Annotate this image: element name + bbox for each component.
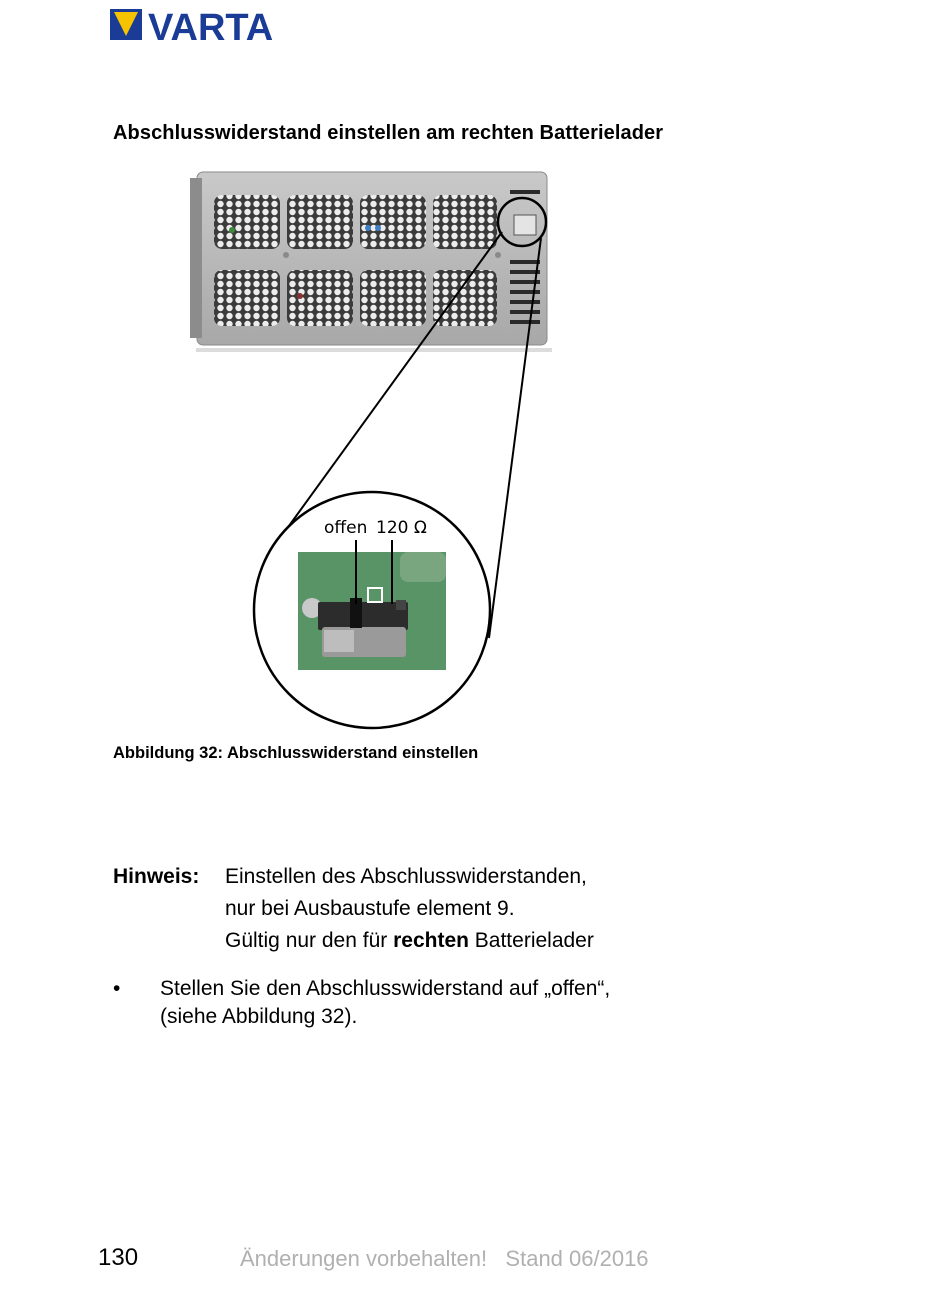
bullet-line-2: (siehe Abbildung 32). (160, 1005, 358, 1028)
note-line-2: nur bei Ausbaustufe element 9. (225, 897, 515, 920)
footer-note: Änderungen vorbehalten! Stand 06/2016 (240, 1246, 649, 1271)
device-front-panel (190, 171, 552, 352)
note-line-3: Gültig nur den für rechten Batterielader (225, 929, 594, 952)
note-line-1: Einstellen des Abschlusswiderstanden, (225, 865, 587, 888)
label-offen: offen (324, 518, 367, 538)
zoom-detail: offen 120 Ω (252, 490, 492, 730)
bullet-text: Stellen Sie den Abschlusswiderstand auf … (160, 975, 760, 1031)
varta-logo: VARTA (110, 7, 273, 44)
bullet-line-1: Stellen Sie den Abschlusswiderstand auf … (160, 977, 611, 1000)
detail-highlight-circle (496, 196, 548, 248)
note-label: Hinweis: (113, 865, 200, 888)
note-text: Einstellen des Abschlusswiderstanden, nu… (225, 861, 785, 957)
figure-caption: Abbildung 32: Abschlusswiderstand einste… (113, 744, 479, 762)
bullet-icon: • (113, 977, 121, 1000)
emphasis-rechten: rechten (393, 929, 469, 952)
label-120-ohm: 120 Ω (376, 518, 427, 538)
page-number: 130 (98, 1244, 139, 1271)
section-title: Abschlusswiderstand einstellen am rechte… (113, 122, 664, 144)
battery-charger-figure: offen 120 Ω (190, 171, 552, 730)
brand-name: VARTA (148, 7, 273, 44)
